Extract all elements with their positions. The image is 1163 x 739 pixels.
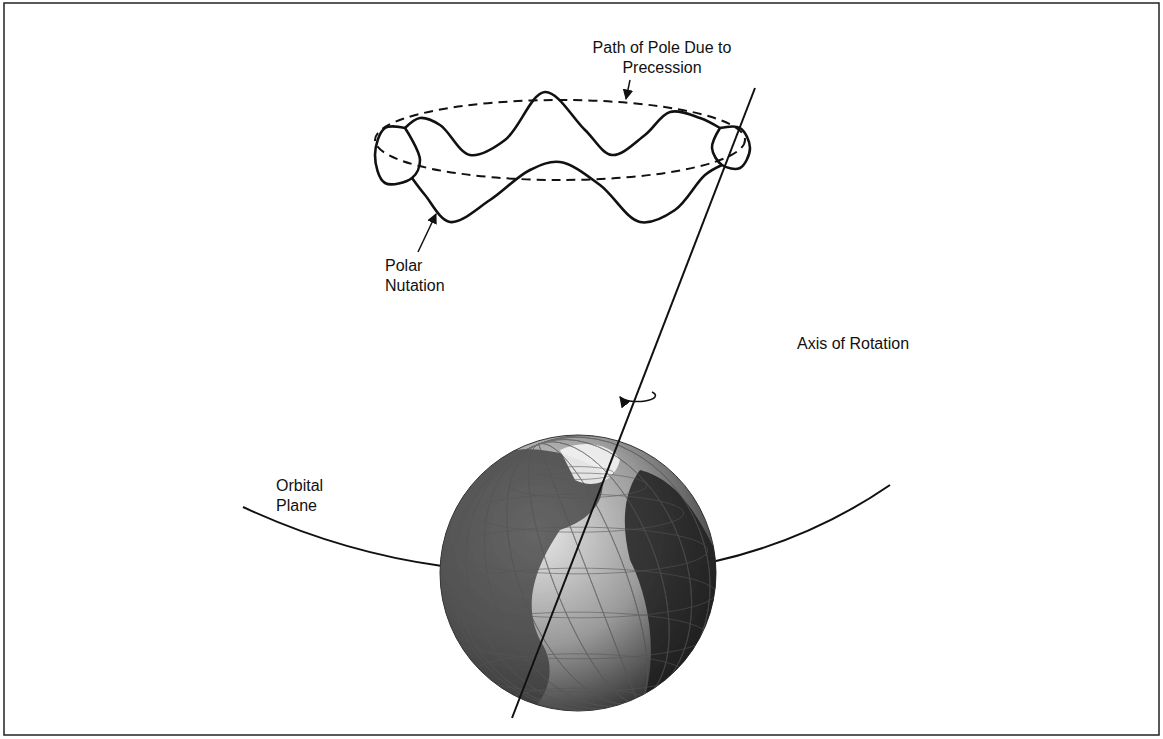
callout-label: Polar Nutation — [385, 256, 460, 296]
orbital-plane-line — [243, 507, 442, 566]
precession-path — [375, 100, 745, 180]
leader-line — [418, 214, 436, 252]
nutation-curve — [412, 162, 722, 223]
rotation-arrow — [620, 392, 655, 402]
leader-line — [626, 80, 630, 99]
callout-label: Orbital Plane — [276, 476, 346, 516]
nutation-curve — [405, 92, 720, 155]
callout-label: Axis of Rotation — [797, 334, 967, 354]
nutation-path — [375, 92, 750, 222]
globe — [410, 395, 767, 739]
nutation-curve — [375, 126, 420, 184]
nutation-curve — [712, 127, 750, 169]
frame — [4, 3, 1159, 735]
orbital-plane-line — [712, 485, 890, 562]
callout-label: Path of Pole Due to Precession — [587, 38, 737, 78]
rotation-axis — [512, 88, 755, 718]
